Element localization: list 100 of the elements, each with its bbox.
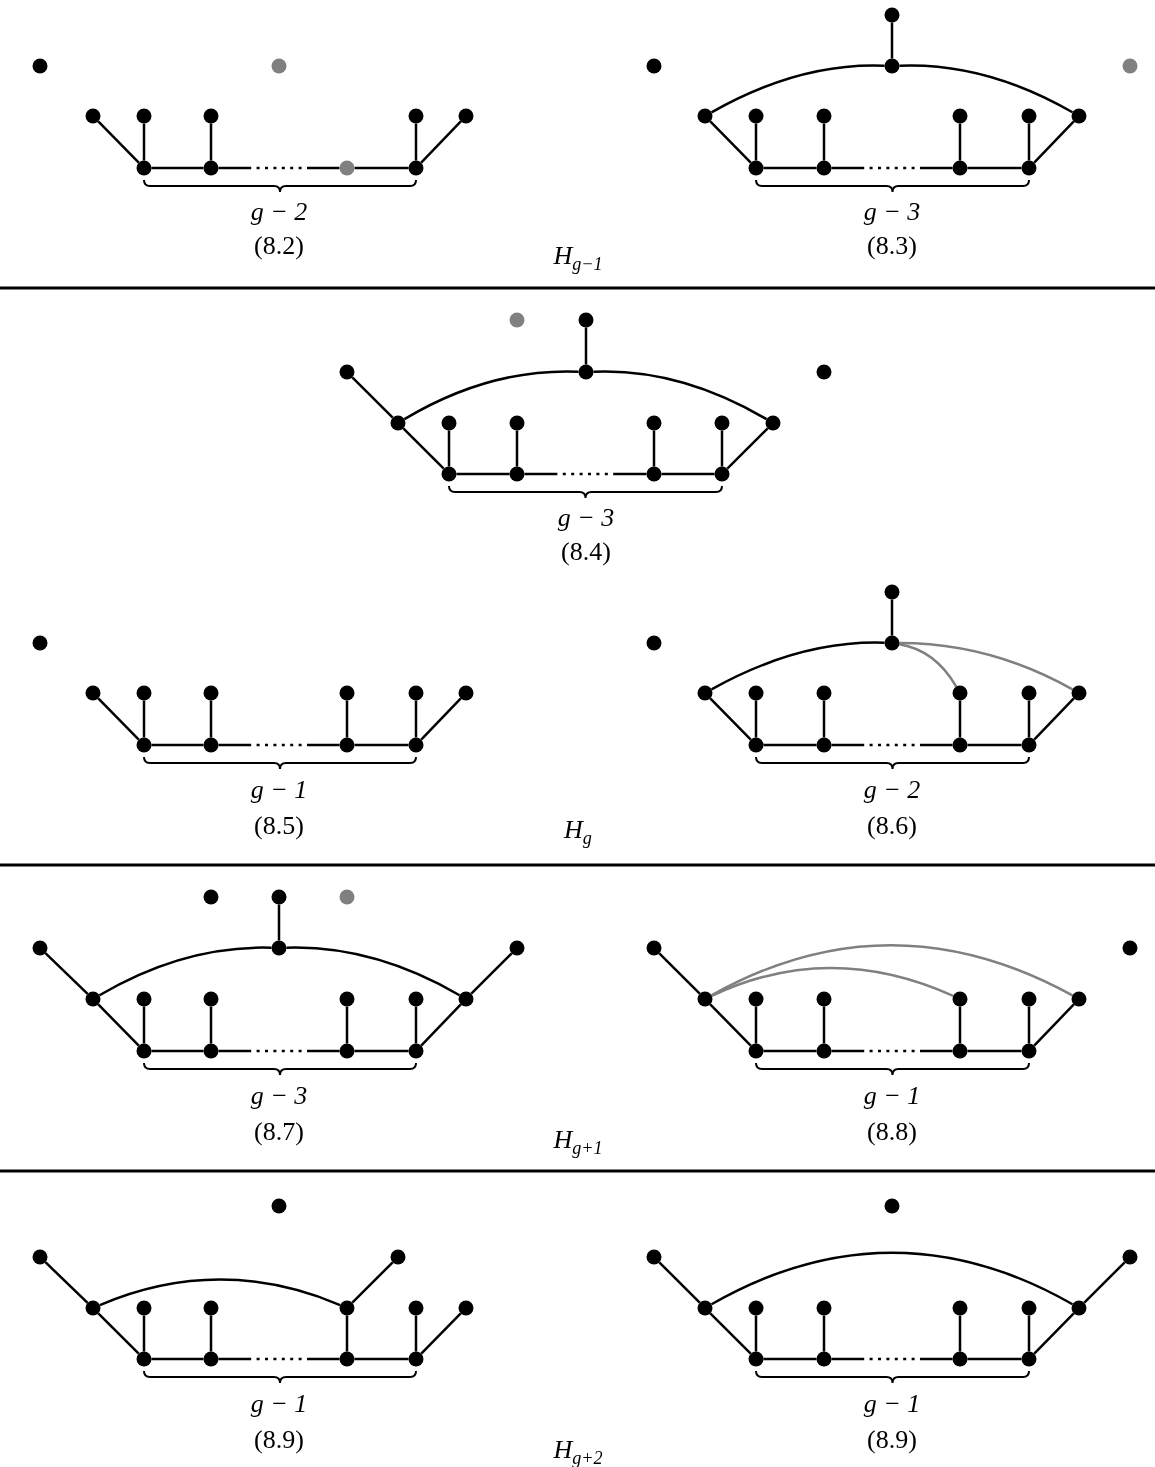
dotted-edge-line — [218, 1357, 340, 1361]
edge-line — [402, 427, 445, 470]
dotted-edge-line — [218, 1049, 340, 1053]
edge-line — [754, 700, 758, 738]
vertex-dot — [136, 1351, 152, 1367]
vertex-dot — [884, 7, 900, 23]
edge-line — [967, 1357, 1022, 1361]
vertex-dot — [339, 737, 355, 753]
edge-line — [97, 1312, 140, 1355]
dotted-edge-line — [218, 743, 340, 747]
vertex-dot — [32, 1249, 48, 1265]
edge-line — [720, 430, 724, 467]
vertex-dot — [952, 108, 968, 124]
vertex-dot — [1122, 1249, 1138, 1265]
edge-line — [584, 327, 588, 365]
edge-line — [958, 700, 962, 738]
vertex-dot — [1071, 108, 1087, 124]
vertex-dot — [697, 685, 713, 701]
vertex-dot — [509, 415, 525, 431]
edge-line — [711, 966, 954, 998]
vertex-dot — [697, 108, 713, 124]
edge-line — [899, 64, 1074, 114]
edge-line — [710, 641, 885, 691]
vertex-dot — [816, 685, 832, 701]
vertex-dot — [646, 466, 662, 482]
vertex-dot — [408, 1351, 424, 1367]
brace-label: g − 2 — [250, 199, 308, 225]
edge-line — [958, 1315, 962, 1352]
vertex-dot — [646, 1249, 662, 1265]
vertex-dot — [884, 635, 900, 651]
vertex-dot — [1021, 737, 1037, 753]
figure-number: (8.6) — [867, 813, 917, 839]
edge-line — [414, 700, 418, 738]
edge-line — [1033, 120, 1075, 164]
vertex-dot — [136, 108, 152, 124]
edge-line — [354, 743, 409, 747]
edge-line — [351, 376, 394, 419]
vertex-dot — [203, 1351, 219, 1367]
vertex-dot — [697, 1300, 713, 1316]
brace-label: g − 3 — [250, 1083, 308, 1109]
dotted-edge-line — [831, 1357, 953, 1361]
dotted-edge-line — [831, 166, 953, 170]
vertex-dot — [816, 737, 832, 753]
edge-line — [763, 743, 817, 747]
figure-number: (8.4) — [561, 539, 611, 565]
vertex-dot — [339, 160, 355, 176]
graph-name: H$_{g−1}$ — [553, 243, 603, 273]
vertex-dot — [714, 466, 730, 482]
figure-number: (8.9) — [254, 1427, 304, 1453]
edge-line — [420, 697, 462, 741]
vertex-dot — [32, 635, 48, 651]
edge-line — [414, 123, 418, 161]
brace-label: g − 2 — [863, 777, 921, 803]
vertex-dot — [408, 160, 424, 176]
vertex-dot — [1021, 108, 1037, 124]
edge-line — [209, 123, 213, 161]
edge-line — [151, 743, 204, 747]
graph-name: H$_{g}$ — [564, 817, 592, 847]
vertex-dot — [1021, 1351, 1037, 1367]
vertex-dot — [271, 889, 287, 905]
brace-label: g − 1 — [863, 1391, 921, 1417]
vertex-dot — [458, 685, 474, 701]
edge-line — [151, 166, 204, 170]
vertex-dot — [816, 108, 832, 124]
edge-line — [420, 1312, 462, 1355]
edge-line — [277, 904, 281, 941]
edge-line — [754, 123, 758, 161]
edge-line — [345, 700, 349, 738]
vertex-dot — [136, 1300, 152, 1316]
figure-number: (8.8) — [867, 1119, 917, 1145]
figure-number: (8.5) — [254, 813, 304, 839]
vertex-dot — [1021, 160, 1037, 176]
edge-line — [899, 643, 958, 688]
edge-line — [822, 700, 826, 738]
vertex-dot — [816, 364, 832, 380]
brace-label: g − 1 — [863, 1083, 921, 1109]
vertex-dot — [748, 1300, 764, 1316]
edge-line — [967, 166, 1022, 170]
vertex-dot — [271, 58, 287, 74]
edge-line — [890, 22, 894, 59]
vertex-dot — [697, 991, 713, 1007]
vertex-dot — [136, 685, 152, 701]
vertex-dot — [578, 364, 594, 380]
dotted-edge-line — [831, 743, 953, 747]
edge-line — [754, 1315, 758, 1352]
edge-line — [710, 1251, 1074, 1306]
edge-line — [658, 952, 701, 995]
edge-line — [822, 1315, 826, 1352]
edge-line — [44, 952, 89, 995]
edge-line — [899, 641, 1074, 691]
vertex-dot — [441, 415, 457, 431]
brace-label: g − 1 — [250, 777, 308, 803]
dotted-edge-line — [831, 1049, 953, 1053]
dotted-edge-line — [524, 472, 647, 476]
edge-line — [1027, 1315, 1031, 1352]
vertex-dot — [85, 108, 101, 124]
vertex-dot — [1021, 991, 1037, 1007]
edge-line — [470, 952, 513, 995]
vertex-dot — [748, 685, 764, 701]
edge-line — [710, 64, 885, 114]
